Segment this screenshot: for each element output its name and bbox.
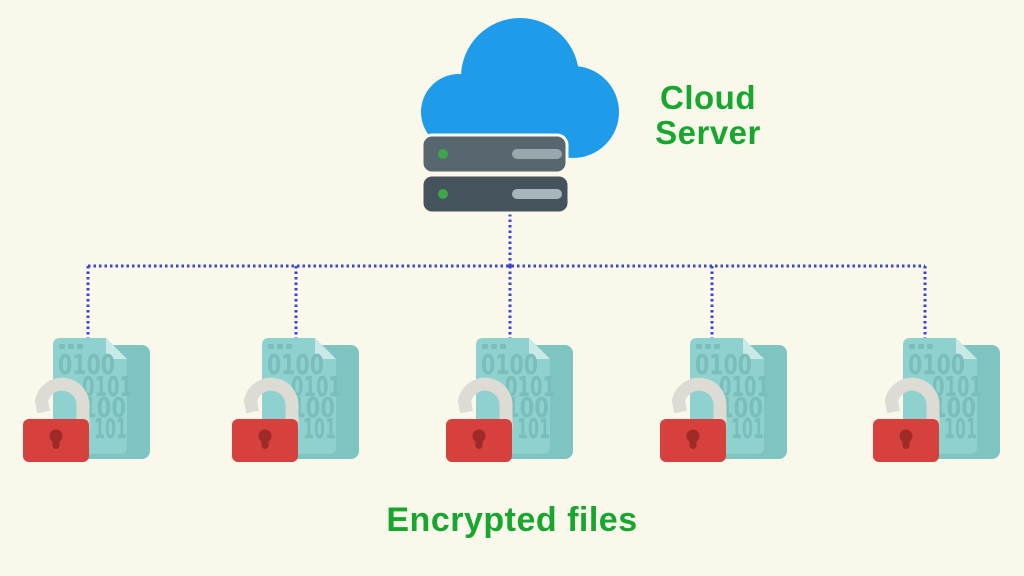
cloud-server-icon xyxy=(420,18,619,215)
encrypted-files-label: Encrypted files xyxy=(386,501,638,539)
encrypted-file-icon xyxy=(18,336,153,464)
server-drive-slot-icon xyxy=(512,189,562,199)
encrypted-file-icon xyxy=(655,336,790,464)
encrypted-file-icon xyxy=(441,336,576,464)
encrypted-file-icon xyxy=(868,336,1003,464)
server-rack-icon xyxy=(420,133,571,215)
encrypted-file-icon xyxy=(227,336,362,464)
cloud-server-label: Cloud Server xyxy=(655,79,761,151)
server-led-icon xyxy=(438,189,448,199)
server-drive-slot-icon xyxy=(512,149,562,159)
dotted-connector-path xyxy=(86,214,927,338)
server-led-icon xyxy=(438,149,448,159)
cloud-icon xyxy=(421,18,619,158)
server-rack-bottom xyxy=(420,173,571,215)
server-rack-top xyxy=(420,133,569,175)
